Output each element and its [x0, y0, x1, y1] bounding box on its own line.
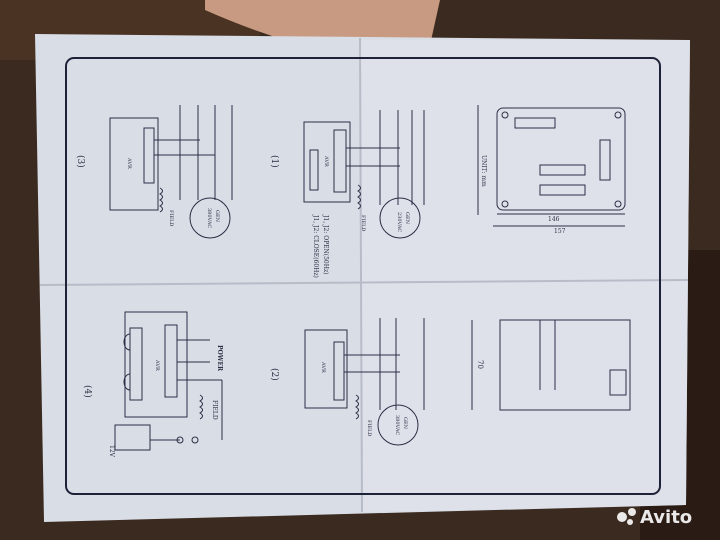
diagram-1-voltage: 230VAC	[396, 212, 402, 232]
diagram-2-number: (2)	[269, 368, 280, 381]
diagram-1-field: FIELD	[360, 215, 366, 231]
dimension-70: 70	[476, 360, 484, 369]
fold-horizontal	[39, 279, 689, 286]
diagram-3-voltage: 380VAC	[206, 208, 212, 228]
avito-logo-icon	[617, 512, 627, 522]
diagram-4-power: POWER	[216, 345, 223, 372]
diagram-3	[109, 105, 233, 239]
dimension-157: 157	[554, 228, 566, 235]
diagram-2-avr: AVR	[320, 361, 326, 373]
diagram-1-number: (1)	[269, 155, 280, 168]
diagram-2	[304, 318, 425, 446]
avito-watermark: Avito	[617, 507, 692, 528]
avr-box	[303, 121, 351, 203]
paper-right-half	[360, 40, 690, 512]
diagram-4-field: FIELD	[211, 400, 218, 420]
diagram-1-avr: AVR	[323, 155, 329, 167]
board-side-view	[471, 319, 631, 411]
page-border	[65, 57, 661, 495]
diagram-2-gen: GEN	[402, 417, 408, 430]
diagram-1-note-open: J1, J2: OPEN(50Hz)	[322, 214, 329, 274]
diagram-4-number: (4)	[82, 385, 93, 398]
field-coil	[357, 184, 361, 210]
diagram-2-field: FIELD	[366, 420, 372, 436]
terminal-block-small	[309, 149, 319, 191]
diagram-2-voltage: 380VAC	[394, 415, 400, 435]
board-outline-drawing	[477, 105, 626, 227]
diagram-3-field: FIELD	[168, 210, 174, 226]
diagram-4-battery: 12V	[108, 445, 115, 458]
fold-vertical	[359, 37, 363, 513]
diagram-1-gen: GEN	[404, 212, 410, 225]
diagram-4-avr: AVR	[154, 359, 160, 371]
diagram-3-number: (3)	[75, 155, 86, 168]
diagram-4	[114, 311, 223, 451]
diagram-1-note-close: J1, J2: CLOSE(60Hz)	[312, 214, 319, 278]
avito-watermark-text: Avito	[640, 507, 692, 528]
terminal-block	[333, 129, 347, 193]
dimension-146: 146	[548, 216, 560, 223]
diagram-3-gen: GEN	[214, 210, 220, 223]
unit-label: UNIT: mm	[480, 155, 487, 187]
generator-circle	[379, 197, 421, 239]
diagram-1	[303, 110, 425, 239]
diagram-3-avr: AVR	[126, 157, 132, 169]
